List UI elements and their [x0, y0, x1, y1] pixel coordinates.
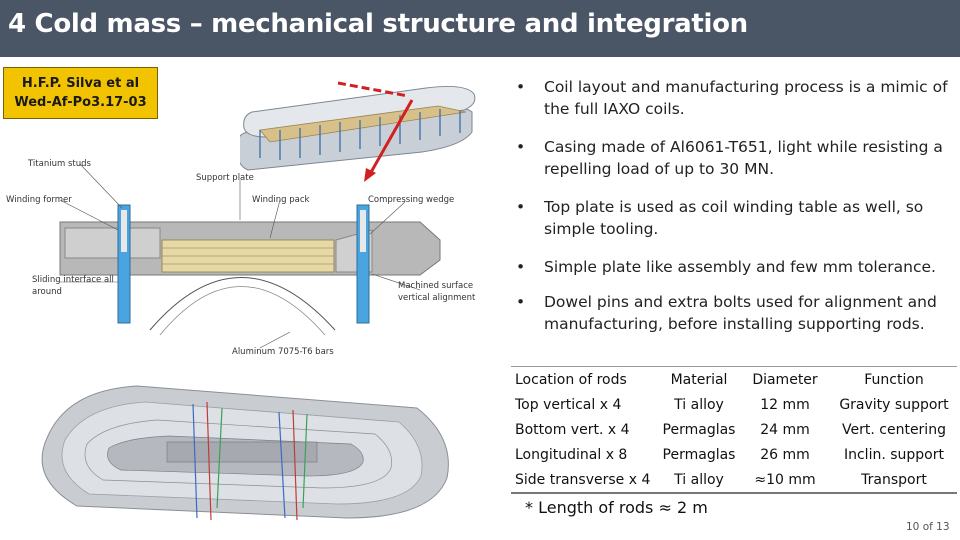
poster-code: Wed-Af-Po3.17-03: [14, 95, 147, 110]
label-sliding-interface-1: Sliding interface all: [32, 275, 114, 285]
label-machined-surface-2: vertical alignment: [398, 293, 476, 303]
label-machined-surface-1: Machined surface: [398, 281, 473, 291]
table-header-cell: Material: [670, 371, 728, 388]
table-cell: Permaglas: [662, 447, 736, 464]
table-cell: 24 mm: [760, 421, 810, 438]
table-cell: Longitudinal x 8: [515, 447, 628, 464]
cold-mass-render: [17, 368, 455, 536]
coil-casing-render: [240, 81, 476, 182]
bullet-item: Casing made of Al6061-T651, light while …: [513, 136, 958, 180]
bullet-item: Dowel pins and extra bolts used for alig…: [513, 291, 958, 335]
footnote: * Length of rods ≈ 2 m: [525, 498, 708, 517]
author-reference-box: H.F.P. Silva et al Wed-Af-Po3.17-03: [3, 67, 158, 119]
table-header-cell: Function: [864, 371, 924, 388]
table-row: Longitudinal x 8 Permaglas 26 mm Inclin.…: [511, 443, 957, 468]
table-cell: Vert. centering: [842, 421, 946, 438]
table-header-cell: Location of rods: [515, 371, 627, 388]
page-number: 10 of 13: [906, 521, 950, 533]
label-support-plate: Support plate: [196, 173, 254, 183]
label-winding-former: Winding former: [6, 195, 72, 205]
table-header-row: Location of rods Material Diameter Funct…: [511, 367, 957, 392]
bullet-item: Top plate is used as coil winding table …: [513, 196, 958, 240]
table-cell: Transport: [861, 472, 927, 489]
table-cell: Bottom vert. x 4: [515, 421, 630, 438]
table-cell: Ti alloy: [674, 396, 724, 413]
table-row: Bottom vert. x 4 Permaglas 24 mm Vert. c…: [511, 417, 957, 442]
label-aluminium-bars: Aluminum 7075-T6 bars: [232, 347, 334, 357]
table-cell: Top vertical x 4: [515, 396, 622, 413]
table-cell: Inclin. support: [843, 447, 944, 464]
table-cell: 12 mm: [760, 396, 810, 413]
label-winding-pack: Winding pack: [252, 195, 309, 205]
table-row: Top vertical x 4 Ti alloy 12 mm Gravity …: [511, 392, 957, 417]
table-cell: ≈10 mm: [754, 472, 816, 489]
bullet-item: Simple plate like assembly and few mm to…: [513, 256, 936, 278]
title-bar: 4 Cold mass – mechanical structure and i…: [0, 0, 960, 57]
table-cell: Gravity support: [839, 396, 949, 413]
table-header-cell: Diameter: [752, 371, 818, 388]
table-cell: 26 mm: [760, 447, 810, 464]
label-compressing-wedge: Compressing wedge: [368, 195, 454, 205]
cross-section-diagram: Titanium studs Support plate Winding for…: [6, 159, 476, 357]
table-cell: Permaglas: [662, 421, 736, 438]
table-row: Side transverse x 4 Ti alloy ≈10 mm Tran…: [511, 468, 957, 493]
table-cell: Ti alloy: [674, 472, 724, 489]
rods-table: Location of rods Material Diameter Funct…: [511, 366, 957, 494]
label-sliding-interface-2: around: [32, 287, 62, 297]
bullet-item: Coil layout and manufacturing process is…: [513, 76, 958, 120]
author-name: H.F.P. Silva et al: [21, 76, 140, 91]
label-titanium-studs: Titanium studs: [27, 159, 91, 169]
table-cell: Side transverse x 4: [515, 472, 651, 489]
slide-title: 4 Cold mass – mechanical structure and i…: [8, 9, 748, 39]
